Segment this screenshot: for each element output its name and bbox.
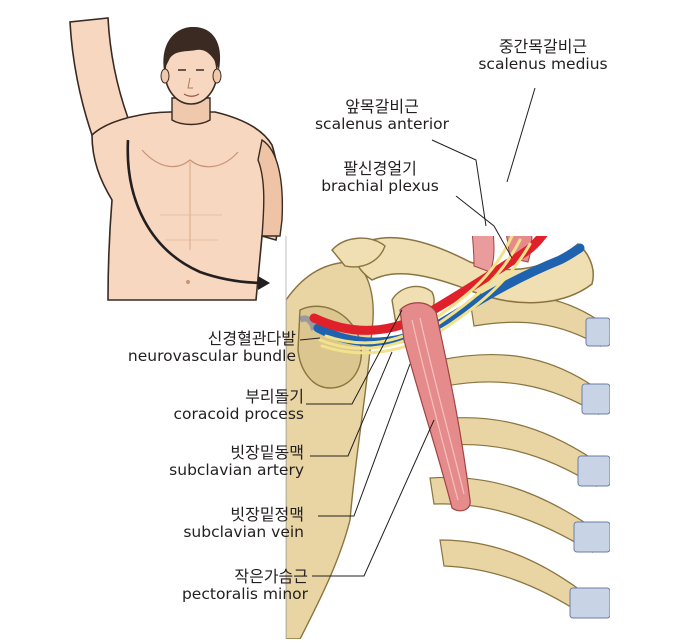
torso	[91, 111, 281, 301]
scalenus-anterior-muscle	[469, 236, 495, 273]
arrow-head-icon	[258, 276, 270, 290]
label-neurovascular-bundle-ko: 신경혈관다발	[207, 329, 296, 348]
leader-pectoralis-minor	[312, 419, 435, 577]
label-neurovascular-bundle-en: neurovascular bundle	[127, 347, 296, 366]
human-figure	[69, 17, 284, 301]
pectoralis-minor-muscle	[399, 302, 471, 512]
label-pectoralis-minor-ko: 작은가슴근	[234, 567, 308, 586]
hanging-arm	[257, 138, 284, 237]
label-brachial-plexus: 팔신경얼기 brachial plexus	[300, 159, 460, 196]
label-coracoid-process: 부리돌기 coracoid process	[120, 387, 304, 424]
label-subclavian-artery-en: subclavian artery	[169, 461, 304, 480]
label-brachial-plexus-ko: 팔신경얼기	[343, 159, 417, 178]
label-pectoralis-minor-en: pectoralis minor	[181, 585, 308, 604]
label-scalenus-medius-ko: 중간목갈비근	[498, 37, 588, 56]
costal-cartilage	[569, 317, 610, 619]
hair	[163, 26, 221, 70]
label-subclavian-vein: 빗장밑정맥 subclavian vein	[120, 505, 304, 542]
leader-neurovascular-bundle	[299, 337, 321, 341]
label-subclavian-vein-en: subclavian vein	[183, 523, 304, 542]
label-scalenus-medius: 중간목갈비근 scalenus medius	[458, 37, 628, 74]
clavicle	[353, 236, 594, 304]
label-scalenus-anterior: 앞목갈비근 scalenus anterior	[292, 97, 472, 134]
incision-arrow	[126, 139, 267, 285]
neck	[171, 97, 211, 126]
label-neurovascular-bundle: 신경혈관다발 neurovascular bundle	[48, 329, 296, 366]
leader-subclavian-artery	[310, 351, 393, 457]
shoulder-inset	[286, 236, 610, 639]
label-pectoralis-minor: 작은가슴근 pectoralis minor	[120, 567, 308, 604]
raised-arm	[69, 17, 129, 137]
leader-scalenus-anterior	[431, 139, 487, 227]
label-subclavian-artery: 빗장밑동맥 subclavian artery	[120, 443, 304, 480]
scalenus-medius-muscle	[493, 236, 533, 263]
leader-scalenus-medius	[506, 87, 536, 183]
subclavian-artery-vessel	[309, 236, 553, 335]
label-coracoid-process-ko: 부리돌기	[245, 387, 304, 406]
label-scalenus-medius-en: scalenus medius	[478, 55, 608, 74]
label-scalenus-anterior-ko: 앞목갈비근	[345, 97, 419, 116]
leader-lines	[299, 87, 536, 577]
label-subclavian-artery-ko: 빗장밑동맥	[230, 443, 304, 462]
label-scalenus-anterior-en: scalenus anterior	[314, 115, 450, 134]
label-coracoid-process-en: coracoid process	[173, 405, 304, 424]
label-subclavian-vein-ko: 빗장밑정맥	[230, 505, 304, 524]
leader-coracoid-process	[306, 309, 403, 405]
leader-brachial-plexus	[455, 195, 513, 259]
leader-subclavian-vein	[318, 363, 411, 517]
label-brachial-plexus-en: brachial plexus	[321, 177, 439, 196]
